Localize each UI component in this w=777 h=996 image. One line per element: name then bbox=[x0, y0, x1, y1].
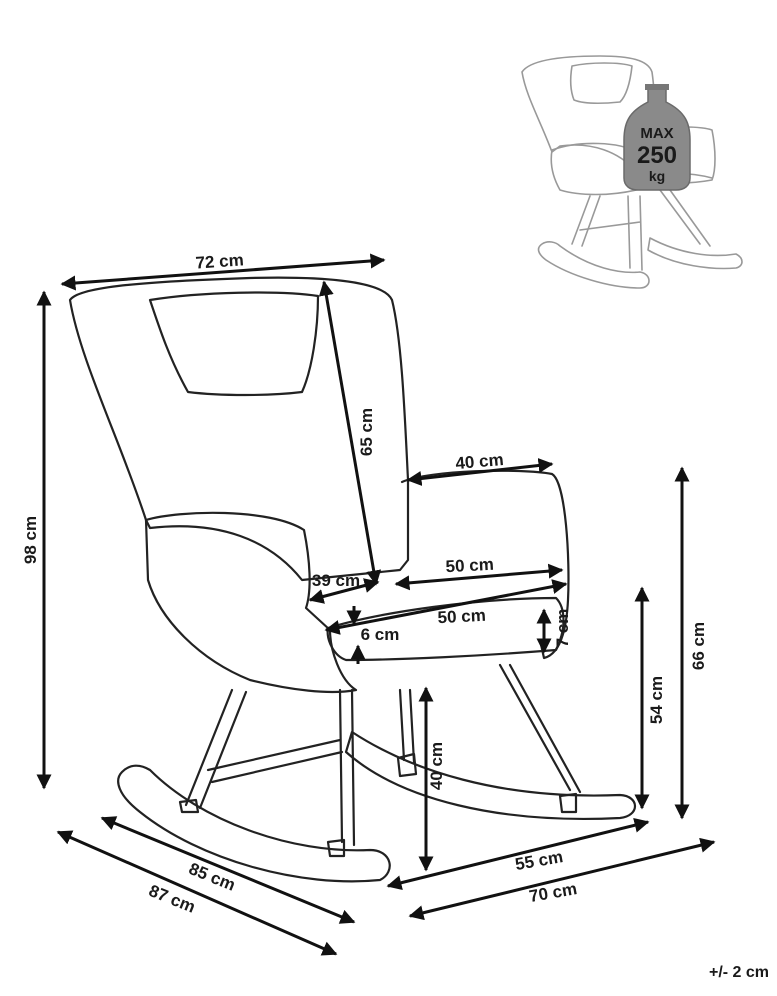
arrow-87 bbox=[56, 830, 338, 956]
chair-rocker-right bbox=[344, 730, 637, 820]
label-66: 66 cm bbox=[689, 622, 708, 670]
tolerance-note: +/- 2 cm bbox=[708, 964, 769, 981]
chair-left-arm bbox=[144, 511, 358, 694]
arrow-72 bbox=[60, 253, 386, 291]
label-6: 6 cm bbox=[361, 625, 400, 644]
arrow-40-arm bbox=[406, 458, 554, 486]
label-50-top: 50 cm bbox=[445, 555, 494, 576]
dimension-arrows bbox=[36, 253, 716, 956]
max-unit: kg bbox=[649, 168, 665, 184]
label-70: 70 cm bbox=[528, 879, 579, 906]
label-72: 72 cm bbox=[195, 250, 244, 272]
dimension-labels: 72 cm 98 cm 65 cm 40 cm 39 cm 50 cm 50 c… bbox=[21, 250, 708, 916]
label-65: 65 cm bbox=[357, 408, 376, 456]
chair-headrest bbox=[148, 291, 320, 397]
chair-legs bbox=[184, 663, 582, 847]
label-39: 39 cm bbox=[312, 571, 360, 590]
label-54: 54 cm bbox=[647, 676, 666, 724]
max-value: 250 bbox=[637, 142, 677, 169]
label-40-arm: 40 cm bbox=[455, 450, 505, 473]
chair-rocker-left bbox=[117, 764, 391, 883]
label-40-seat: 40 cm bbox=[427, 742, 446, 790]
label-98: 98 cm bbox=[21, 516, 40, 564]
label-7: 7 cm bbox=[553, 609, 572, 648]
label-50-front: 50 cm bbox=[437, 606, 486, 627]
label-87: 87 cm bbox=[146, 881, 198, 917]
arrow-65 bbox=[318, 280, 382, 586]
chair-rocker-brackets bbox=[178, 752, 578, 858]
arrow-70 bbox=[408, 837, 716, 921]
arrow-50-front bbox=[324, 579, 568, 635]
max-weight-icon: MAX 250 kg bbox=[623, 84, 691, 191]
label-55: 55 cm bbox=[514, 847, 565, 874]
max-label: MAX bbox=[640, 125, 673, 142]
